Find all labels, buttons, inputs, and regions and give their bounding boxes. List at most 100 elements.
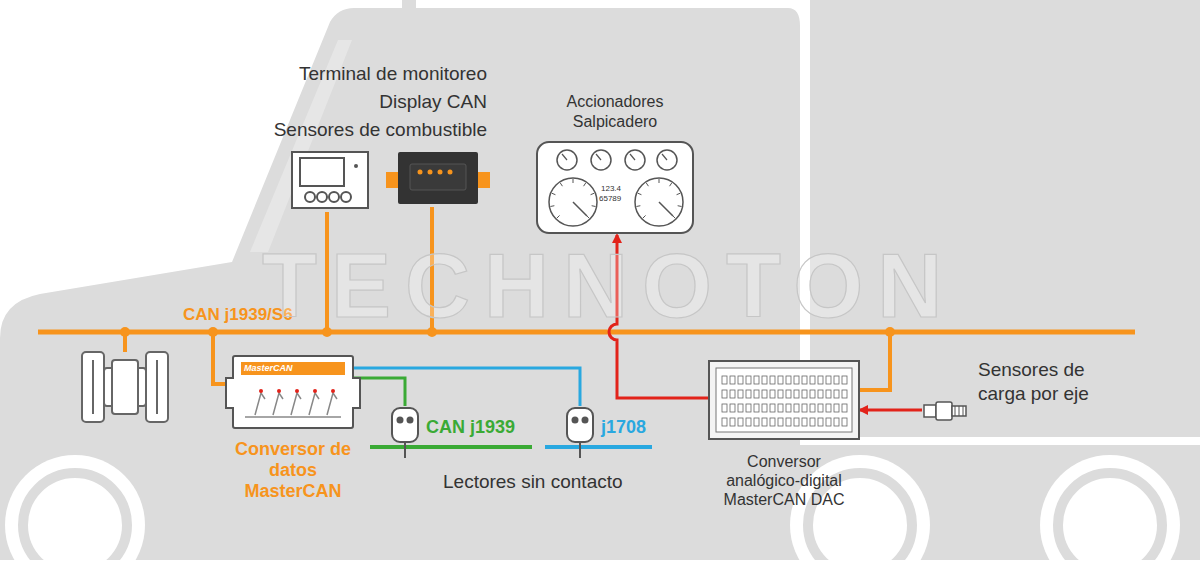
terminal-block [754, 418, 759, 426]
mount-ear [352, 377, 361, 409]
dac-converter: Conversor analógico-digital MasterCAN DA… [708, 360, 860, 509]
terminal-block [746, 376, 751, 384]
device-heading: Accionadores Salpicadero [535, 92, 695, 132]
wheel [23, 473, 127, 567]
dac-housing [708, 360, 860, 440]
sensor-body [936, 402, 952, 420]
bus-name: j1708 [601, 416, 646, 438]
terminal-block [730, 390, 735, 398]
terminal-block [842, 404, 847, 412]
device-label: Terminal de monitoreo [299, 62, 487, 86]
terminal-block [842, 390, 847, 398]
terminal-block [818, 404, 823, 412]
brand-bar: MasterCAN [241, 362, 345, 375]
thread-line [959, 406, 960, 416]
gauge-tick [584, 183, 586, 186]
converter-housing: MasterCAN [232, 355, 354, 429]
terminal-block [722, 376, 727, 384]
terminal-block [810, 404, 815, 412]
ground [0, 560, 1200, 567]
gauge-needle [659, 202, 673, 216]
reader-dot [397, 417, 404, 424]
terminal-block [746, 404, 751, 412]
lead-dot [295, 389, 299, 393]
terminal-block [746, 390, 751, 398]
sensor-body [924, 405, 936, 417]
lead-wire [273, 393, 283, 415]
gauge-tick [678, 205, 682, 207]
gauge-tick [643, 215, 646, 218]
terminal-block [810, 376, 815, 384]
dashboard-gauges: Accionadores Salpicadero 123.465789 [535, 92, 695, 235]
terminal-block [802, 418, 807, 426]
terminal-block [762, 376, 767, 384]
terminal-block [722, 404, 727, 412]
terminal-block [834, 376, 839, 384]
device-label: Sensores de combustible [274, 118, 487, 142]
wheel [1040, 455, 1180, 567]
terminal-block [746, 418, 751, 426]
terminal-block [738, 418, 743, 426]
bus-cable [354, 368, 580, 406]
terminal-block [818, 390, 823, 398]
reader-icon [390, 406, 420, 458]
small-gauge [657, 150, 677, 170]
dashboard-panel: 123.465789 [535, 140, 695, 235]
lead-wire [309, 393, 319, 415]
load-sensor-icon [922, 400, 972, 422]
watermark: TECHNOTON [262, 238, 956, 334]
gauge-needle [662, 154, 667, 160]
stack [402, 0, 416, 10]
wheel [790, 455, 930, 567]
gauge-tick [659, 179, 660, 183]
mount-ear [225, 377, 234, 409]
sensor-thread [952, 406, 966, 416]
terminal-block [778, 418, 783, 426]
terminal-block [738, 404, 743, 412]
terminal-block [842, 376, 847, 384]
terminal-block [834, 404, 839, 412]
gauge-tick [646, 183, 648, 186]
gauge-tick [557, 215, 560, 218]
terminal-block [770, 404, 775, 412]
lead-pattern [241, 379, 345, 423]
terminal-block [826, 390, 831, 398]
gauge-needle [573, 202, 587, 216]
lead-dot [313, 389, 317, 393]
dac-board [716, 368, 852, 432]
gauge-tick [560, 183, 562, 186]
gauge-tick [573, 179, 574, 183]
gauge-tick [636, 205, 640, 207]
small-gauge [557, 150, 577, 170]
contactless-reader: j1708 [565, 406, 655, 458]
terminal-block [818, 418, 823, 426]
terminal-block [818, 376, 823, 384]
axle-load-sensor: Sensores de carga por eje [922, 358, 1137, 422]
terminal-block [778, 390, 783, 398]
terminal-block [738, 376, 743, 384]
bus-junction [120, 327, 130, 337]
terminal-block [794, 390, 799, 398]
bus-drop [860, 332, 890, 390]
reader-dot [572, 417, 579, 424]
terminal-block [778, 376, 783, 384]
terminal-block [786, 376, 791, 384]
reader-body [392, 408, 418, 442]
terminal-block [826, 418, 831, 426]
signal-arrow [860, 409, 922, 412]
terminal-block [770, 418, 775, 426]
lead-dot [277, 389, 281, 393]
terminal-block [786, 418, 791, 426]
lead-wire [327, 393, 337, 415]
contactless-reader: CAN j1939 [390, 406, 535, 458]
converter-box: MasterCANConversor de datos MasterCAN [232, 355, 354, 502]
terminal-block [722, 390, 727, 398]
can-device [82, 352, 168, 422]
gauge-needle [562, 154, 567, 160]
reader-body [567, 408, 593, 442]
brand-name: MasterCAN [241, 362, 345, 375]
gauge-tick [592, 205, 596, 207]
terminal-block [786, 390, 791, 398]
lead-dot [259, 389, 263, 393]
group-label: Lectores sin contacto [443, 470, 623, 494]
